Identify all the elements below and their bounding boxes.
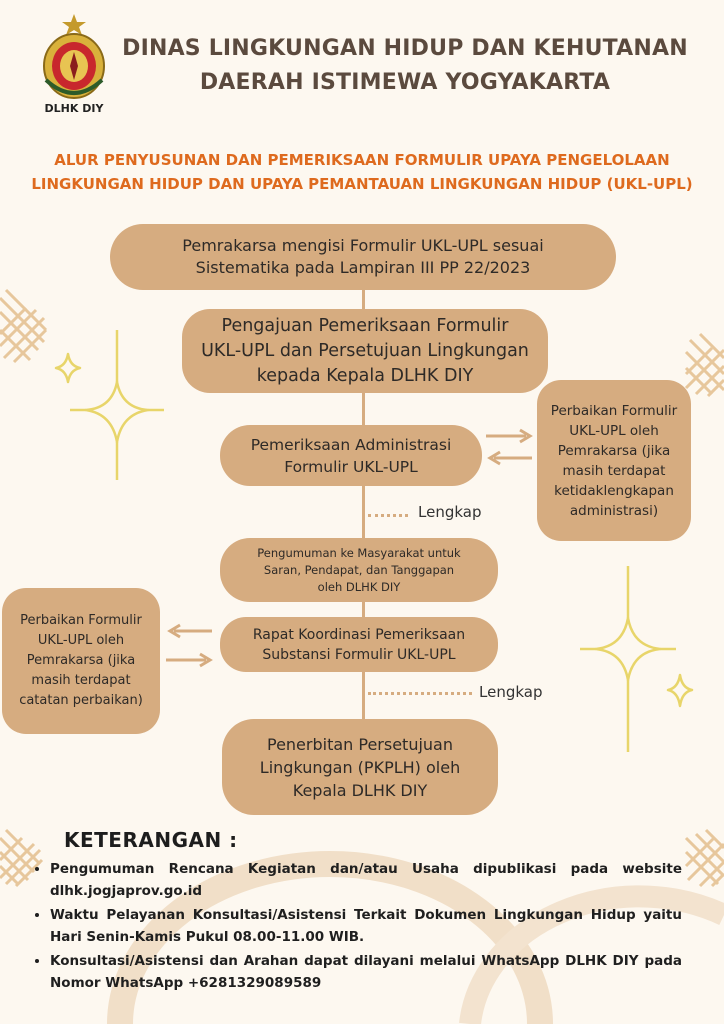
lengkap-label-2: Lengkap — [479, 683, 543, 701]
flow-title: ALUR PENYUSUNAN DAN PEMERIKSAAN FORMULIR… — [10, 148, 714, 196]
arrow-right-to-revision-icon — [486, 428, 533, 444]
flow-title-line2: LINGKUNGAN HIDUP DAN UPAYA PEMANTAUAN LI… — [31, 175, 693, 193]
flow-step-5-text: Rapat Koordinasi Pemeriksaan Substansi F… — [252, 626, 466, 663]
flow-step-4-text: Pengumuman ke Masyarakat untuk Saran, Pe… — [257, 545, 461, 594]
flow-step-6: Penerbitan Persetujuan Lingkungan (PKPLH… — [222, 719, 498, 815]
flow-title-line1: ALUR PENYUSUNAN DAN PEMERIKSAAN FORMULIR… — [54, 151, 670, 169]
lengkap-label-1: Lengkap — [418, 503, 482, 521]
revision-admin-text: Perbaikan Formulir UKL-UPL oleh Pemrakar… — [550, 402, 678, 519]
flow-step-5: Rapat Koordinasi Pemeriksaan Substansi F… — [220, 617, 498, 672]
agency-title-line1: DINAS LINGKUNGAN HIDUP DAN KEHUTANAN — [122, 36, 688, 61]
arrow-left-to-revision-icon — [167, 623, 212, 639]
flow-step-3: Pemeriksaan Administrasi Formulir UKL-UP… — [220, 425, 482, 486]
logo-caption: DLHK DIY — [44, 102, 104, 115]
flow-step-4: Pengumuman ke Masyarakat untuk Saran, Pe… — [220, 538, 498, 602]
revision-admin-box: Perbaikan Formulir UKL-UPL oleh Pemrakar… — [537, 380, 691, 541]
note-item: Konsultasi/Asistensi dan Arahan dapat di… — [50, 950, 682, 994]
revision-substance-text: Perbaikan Formulir UKL-UPL oleh Pemrakar… — [19, 613, 143, 708]
flow-step-2-text: Pengajuan Pemeriksaan Formulir UKL-UPL d… — [201, 315, 529, 386]
lengkap-dots-2 — [368, 692, 472, 695]
notes-list: Pengumuman Rencana Kegiatan dan/atau Usa… — [30, 858, 682, 996]
lengkap-dots-1 — [368, 514, 408, 517]
flow-step-6-text: Penerbitan Persetujuan Lingkungan (PKPLH… — [259, 734, 461, 800]
flow-connector-line — [362, 282, 365, 722]
coat-of-arms-icon — [43, 14, 105, 99]
dlhk-logo: DLHK DIY — [32, 10, 116, 120]
agency-title: DINAS LINGKUNGAN HIDUP DAN KEHUTANAN DAE… — [120, 32, 690, 100]
arrow-left-from-revision-icon — [487, 450, 532, 466]
agency-title-line2: DAERAH ISTIMEWA YOGYAKARTA — [199, 70, 611, 95]
flow-step-3-text: Pemeriksaan Administrasi Formulir UKL-UP… — [250, 435, 452, 476]
flow-step-1-text: Pemrakarsa mengisi Formulir UKL-UPL sesu… — [182, 236, 544, 277]
flow-step-1: Pemrakarsa mengisi Formulir UKL-UPL sesu… — [110, 224, 616, 290]
flow-step-2: Pengajuan Pemeriksaan Formulir UKL-UPL d… — [182, 309, 548, 393]
notes-title: KETERANGAN : — [64, 828, 238, 852]
note-item: Waktu Pelayanan Konsultasi/Asistensi Ter… — [50, 904, 682, 948]
revision-substance-box: Perbaikan Formulir UKL-UPL oleh Pemrakar… — [2, 588, 160, 734]
arrow-right-from-revision-icon — [166, 652, 213, 668]
note-item: Pengumuman Rencana Kegiatan dan/atau Usa… — [50, 858, 682, 902]
